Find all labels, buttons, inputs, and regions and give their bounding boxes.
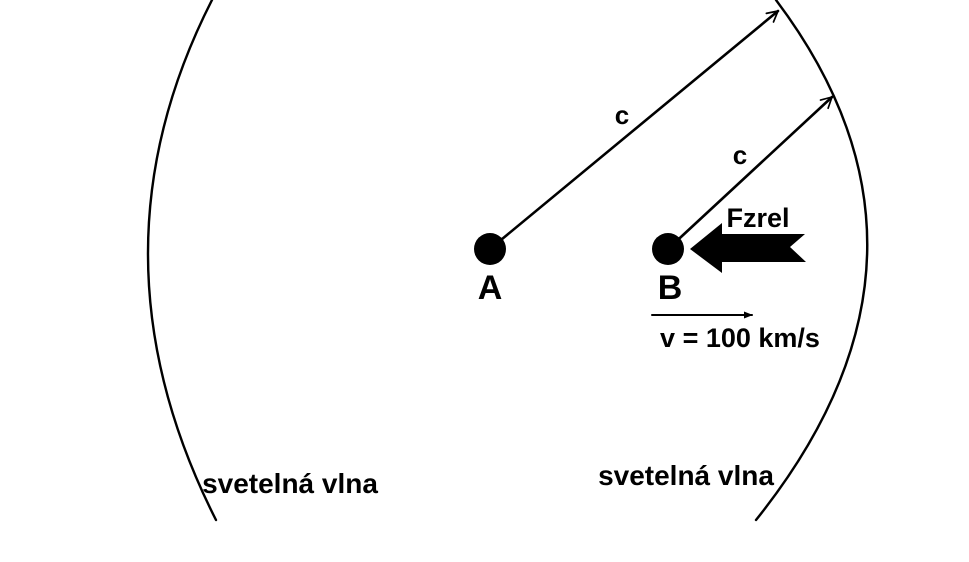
- force-label: Fzrel: [726, 203, 789, 233]
- ray-b-speed-label: c: [733, 140, 747, 170]
- wave-front-right: [754, 0, 869, 522]
- light-ray-from-a: [488, 9, 780, 251]
- ray-a-speed-label: c: [615, 100, 629, 130]
- light-ray-from-b: [666, 95, 834, 251]
- wave-label-left: svetelná vlna: [202, 468, 378, 499]
- point-a-label: A: [478, 269, 503, 307]
- wave-label-right: svetelná vlna: [598, 460, 774, 491]
- point-b-dot: [652, 233, 684, 265]
- gravity-force-arrow: [690, 223, 806, 273]
- wave-front-left: [146, 0, 218, 522]
- velocity-label: v = 100 km/s: [660, 323, 820, 353]
- point-b-label: B: [658, 269, 683, 307]
- point-a-dot: [474, 233, 506, 265]
